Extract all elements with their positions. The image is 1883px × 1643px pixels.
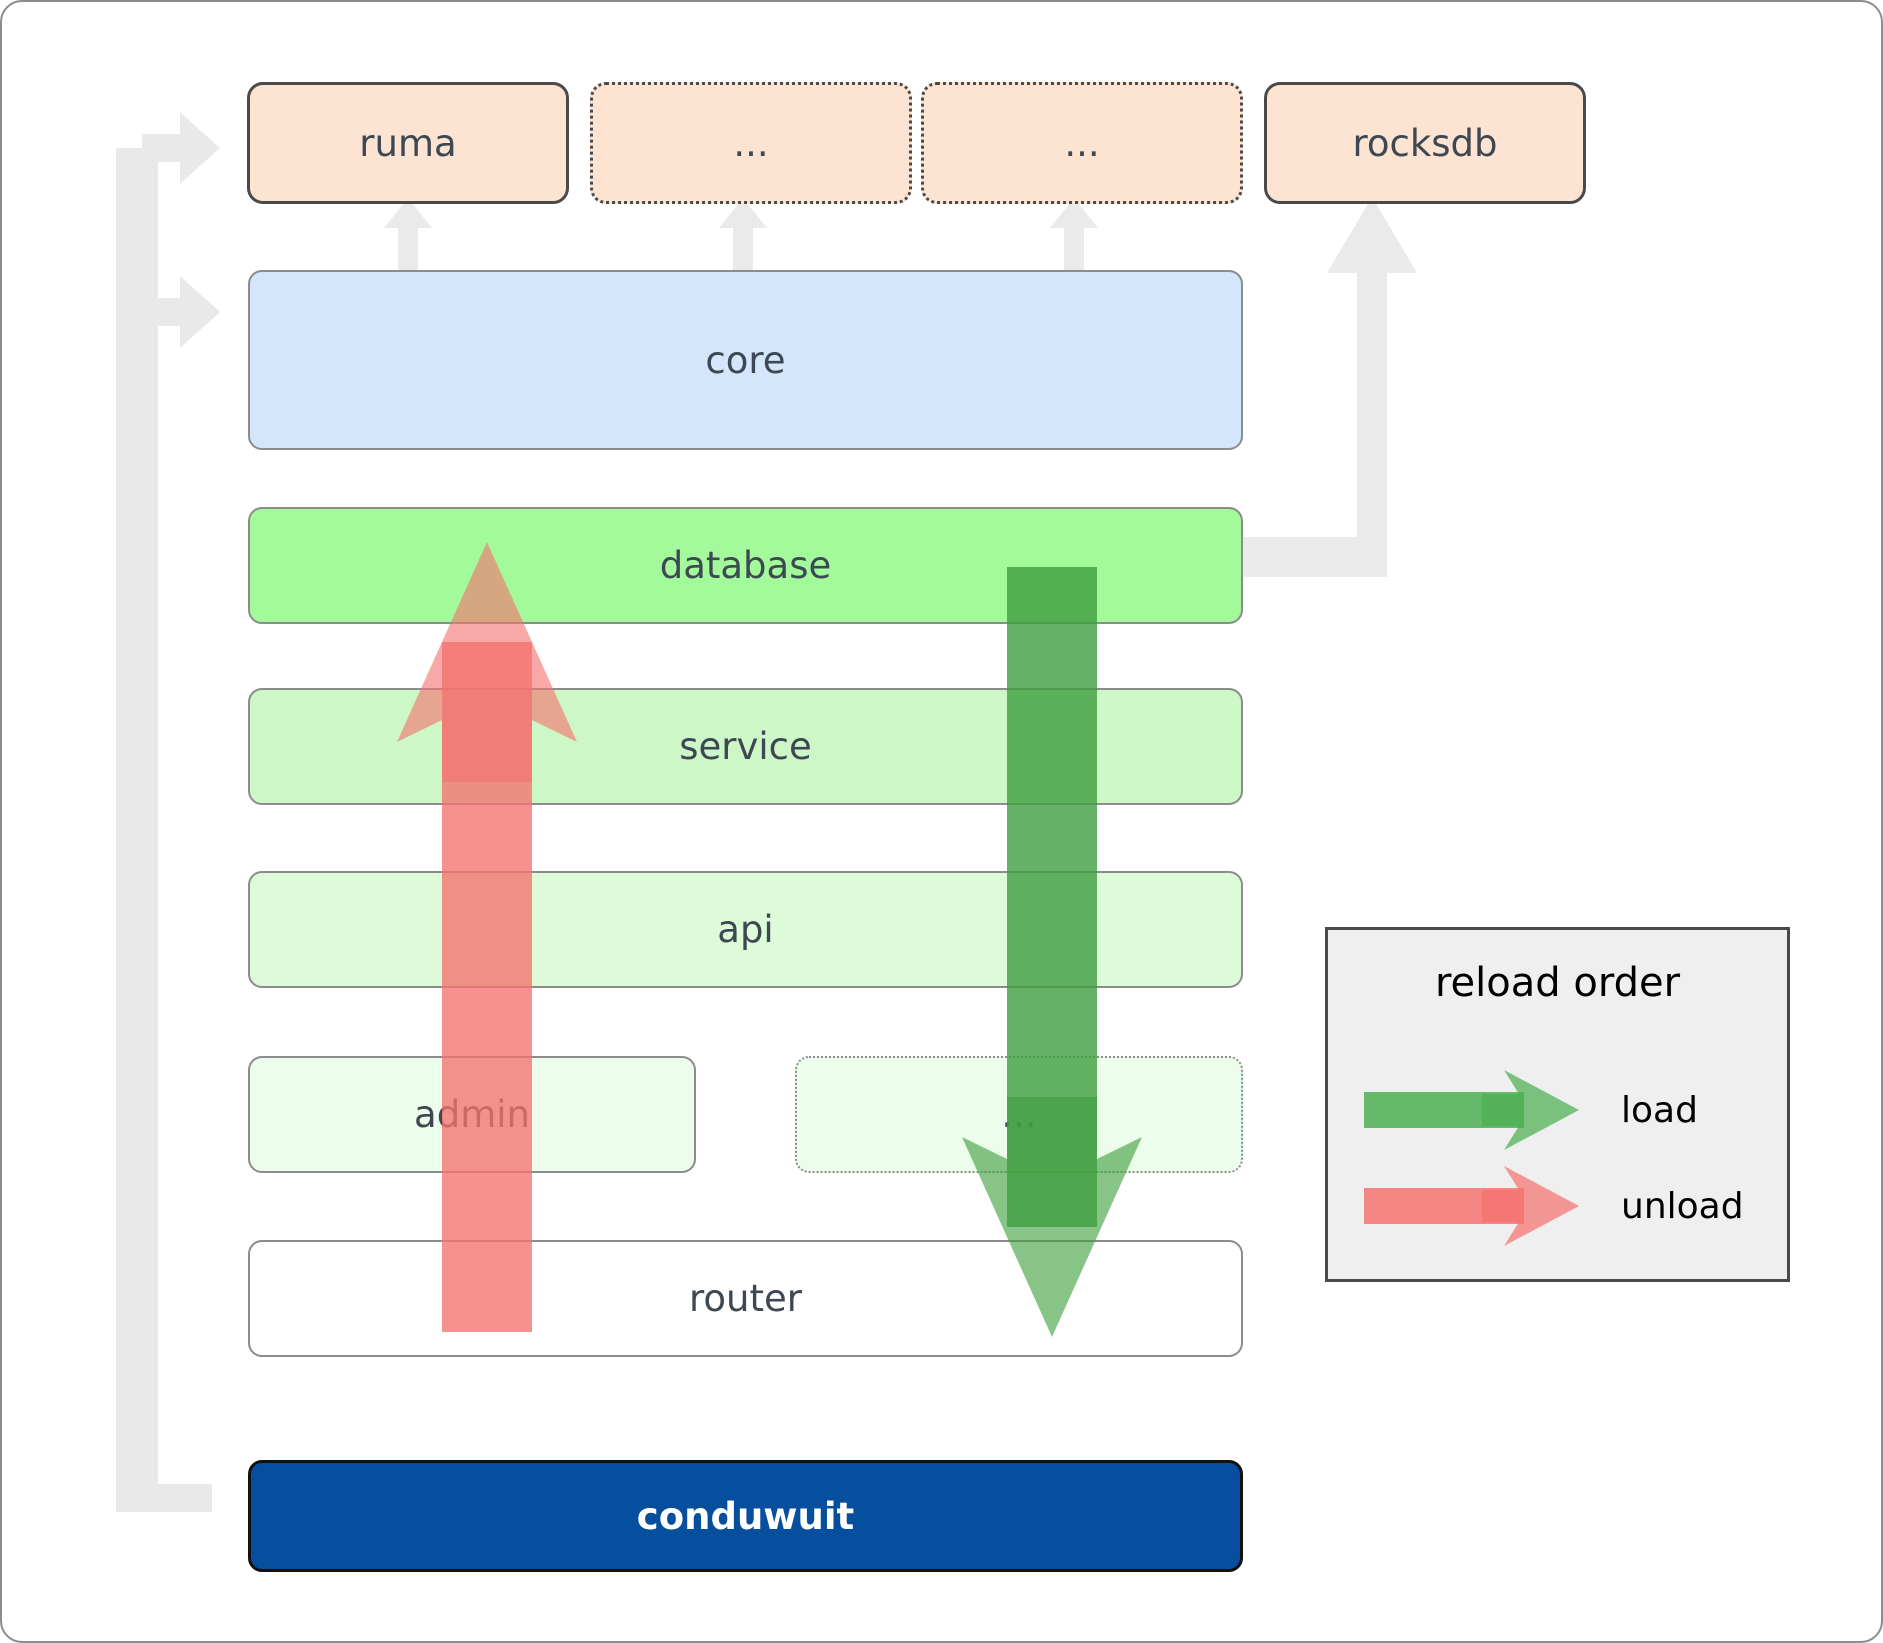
legend-row-unload: unload <box>1364 1166 1744 1246</box>
dependency-box-3[interactable]: ... <box>921 82 1243 204</box>
connector-core-to-ruma <box>384 198 432 274</box>
dependency-box-rocksdb[interactable]: rocksdb <box>1264 82 1586 204</box>
core-label: core <box>705 338 786 382</box>
dependency-box-ruma[interactable]: ruma <box>247 82 569 204</box>
conduwuit-label: conduwuit <box>636 1494 855 1538</box>
connector-core-to-dep2 <box>719 198 767 274</box>
layer-label: api <box>717 908 774 951</box>
layer-label: database <box>659 544 832 587</box>
dependency-box-2[interactable]: ... <box>590 82 912 204</box>
layer-label: router <box>689 1277 802 1320</box>
core-box[interactable]: core <box>248 270 1243 450</box>
layer-label: service <box>679 725 812 768</box>
layer-label: ... <box>1001 1093 1037 1136</box>
dependency-label: rocksdb <box>1352 121 1498 165</box>
conduwuit-box[interactable]: conduwuit <box>248 1460 1243 1572</box>
connector-database-to-rocksdb <box>1227 197 1447 587</box>
legend-row-load: load <box>1364 1070 1698 1150</box>
legend-panel: reload order load unload <box>1325 927 1790 1282</box>
layer-label: admin <box>414 1093 530 1136</box>
layer-box-router[interactable]: router <box>248 1240 1243 1357</box>
layer-box-api[interactable]: api <box>248 871 1243 988</box>
layer-box-service[interactable]: service <box>248 688 1243 805</box>
dependency-label: ... <box>1064 121 1100 165</box>
dependency-label: ruma <box>359 121 457 165</box>
dependency-label: ... <box>733 121 769 165</box>
layer-box-database[interactable]: database <box>248 507 1243 624</box>
connector-conduwuit-left-bus <box>102 112 252 1532</box>
connector-core-to-dep3 <box>1050 198 1098 274</box>
unload-arrow-icon <box>1364 1166 1579 1246</box>
load-arrow-icon <box>1364 1070 1579 1150</box>
legend-label-unload: unload <box>1621 1185 1744 1227</box>
layer-box-admin[interactable]: admin <box>248 1056 696 1173</box>
layer-box-dots[interactable]: ... <box>795 1056 1243 1173</box>
legend-label-load: load <box>1621 1089 1698 1131</box>
legend-title: reload order <box>1434 960 1681 1006</box>
